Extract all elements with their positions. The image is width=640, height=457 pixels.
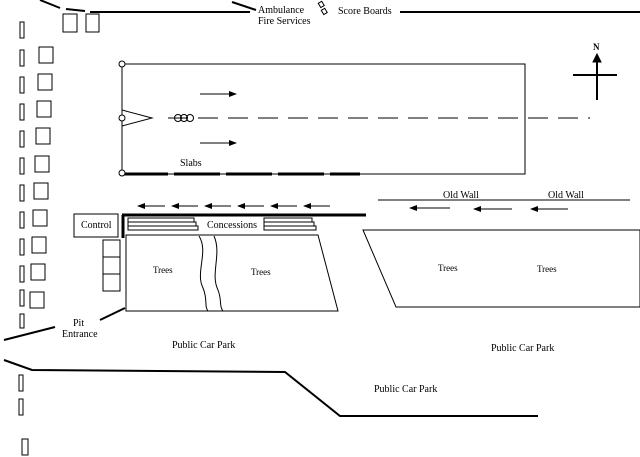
label-pit: Pit — [73, 318, 84, 329]
building-top-1 — [62, 13, 78, 33]
pit-boxes-left — [29, 46, 54, 309]
label-slabs: Slabs — [180, 158, 202, 169]
label-control: Control — [81, 220, 112, 231]
label-entrance: Entrance — [62, 329, 98, 340]
label-concessions: Concessions — [207, 220, 257, 231]
label-north: N — [593, 42, 600, 52]
score-board-markers — [317, 0, 328, 16]
pit-garages — [102, 239, 121, 292]
trees-area-left — [125, 234, 339, 312]
label-public-car-park-2: Public Car Park — [491, 343, 554, 354]
label-old-wall-2: Old Wall — [548, 190, 584, 201]
left-posts — [18, 21, 29, 456]
label-trees-2: Trees — [251, 267, 271, 277]
top-boundary — [39, 0, 640, 13]
bottom-boundary — [3, 359, 538, 417]
label-trees-3: Trees — [438, 263, 458, 273]
north-compass-icon — [573, 52, 617, 100]
pit-entrance-walls — [3, 307, 126, 341]
label-old-wall-1: Old Wall — [443, 190, 479, 201]
control-building — [73, 213, 119, 238]
label-trees-4: Trees — [537, 264, 557, 274]
label-public-car-park-3: Public Car Park — [374, 384, 437, 395]
trees-area-right — [362, 229, 640, 308]
track-strip — [118, 60, 590, 177]
concessions-stands — [127, 217, 317, 231]
return-road-arrows — [137, 203, 568, 212]
label-trees-1: Trees — [153, 265, 173, 275]
label-score-boards: Score Boards — [338, 6, 392, 17]
building-top-2 — [85, 13, 100, 33]
label-public-car-park-1: Public Car Park — [172, 340, 235, 351]
label-ambulance: Ambulance — [258, 5, 305, 16]
label-fire-services: Fire Services — [258, 16, 311, 27]
